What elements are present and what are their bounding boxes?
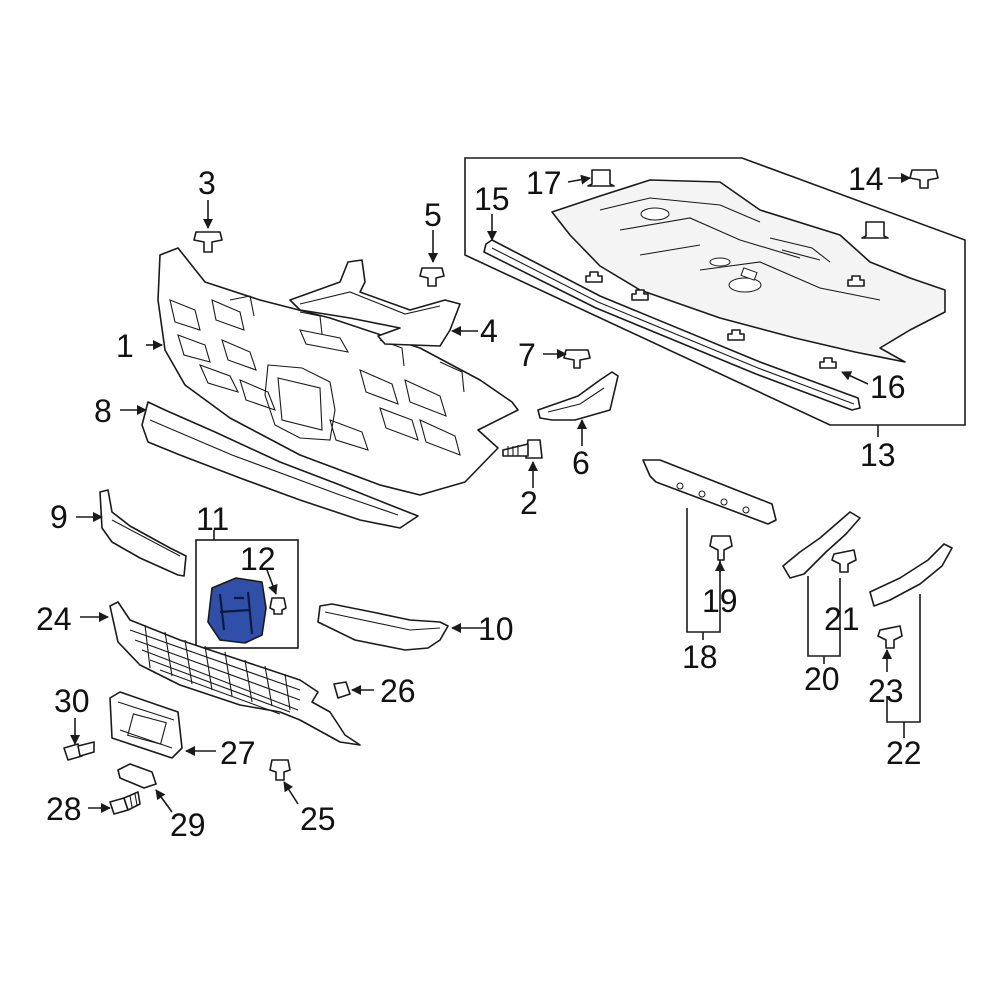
leader-lines — [70, 173, 921, 813]
callout-10: 10 — [478, 611, 514, 647]
clip-25-part — [269, 759, 291, 781]
clip-21-part — [831, 549, 857, 573]
callout-23: 23 — [868, 673, 904, 709]
callout-9: 9 — [50, 499, 68, 535]
lower-grille-24 — [109, 601, 361, 746]
callout-24: 24 — [36, 601, 72, 637]
upper-bracket-4 — [289, 259, 461, 347]
clip-5-part — [419, 267, 445, 287]
callout-8: 8 — [94, 393, 112, 429]
garnish-10 — [317, 603, 449, 651]
lower-grille-cells — [129, 624, 301, 715]
group-box-13 — [464, 157, 966, 426]
license-bracket-27 — [109, 691, 183, 759]
callout-5: 5 — [424, 197, 442, 233]
grille-frame — [157, 247, 519, 496]
clip-17-part — [587, 169, 615, 187]
grille-molding-8 — [141, 401, 419, 529]
bracket-6 — [537, 371, 619, 421]
callout-16: 16 — [870, 369, 906, 405]
callout-13: 13 — [860, 437, 896, 473]
callout-7: 7 — [518, 337, 536, 373]
seal-22 — [869, 543, 953, 607]
callout-14: 14 — [848, 161, 884, 197]
callout-3: 3 — [198, 165, 216, 201]
callout-17: 17 — [526, 165, 562, 201]
callout-15: 15 — [474, 181, 510, 217]
bracket-29 — [117, 763, 157, 789]
seal-20 — [782, 511, 861, 579]
callout-25: 25 — [300, 801, 336, 837]
clip-14-part — [909, 169, 939, 189]
callout-22: 22 — [886, 735, 922, 771]
clip-3-part — [193, 231, 223, 253]
callout-12: 12 — [240, 541, 276, 577]
garnish-9 — [99, 489, 187, 577]
emblem-box-11 — [195, 530, 299, 649]
splash-shield-group — [464, 157, 966, 437]
callout-20: 20 — [804, 661, 840, 697]
emblem-opening — [264, 364, 336, 441]
fastener-30 — [63, 741, 95, 761]
callout-27: 27 — [220, 735, 256, 771]
callout-28: 28 — [46, 791, 82, 827]
grille-assembly — [157, 247, 519, 496]
bolt-28 — [109, 791, 141, 815]
clip-26-part — [333, 681, 351, 699]
clip-7-part — [563, 349, 591, 369]
callout-1: 1 — [116, 328, 134, 364]
group-box-11 — [195, 539, 299, 649]
panel-clips — [585, 271, 865, 369]
strip-15-part — [483, 239, 861, 411]
callout-numbers: 1 2 3 4 5 6 7 8 9 10 11 12 13 14 15 16 1… — [36, 161, 922, 843]
clip-23-part — [877, 625, 903, 649]
callout-30: 30 — [54, 683, 90, 719]
callout-19: 19 — [702, 583, 738, 619]
callout-4: 4 — [480, 313, 498, 349]
duct-18 — [642, 459, 777, 525]
clip-12-part — [269, 597, 287, 615]
callout-2: 2 — [520, 485, 538, 521]
callout-11: 11 — [196, 501, 229, 537]
callout-29: 29 — [170, 807, 206, 843]
clip-19-part — [709, 535, 733, 561]
screw-2-part — [502, 439, 543, 459]
callout-26: 26 — [380, 673, 416, 709]
callout-18: 18 — [682, 639, 718, 675]
grille-pockets — [169, 299, 461, 456]
callout-6: 6 — [572, 445, 590, 481]
callout-21: 21 — [824, 601, 860, 637]
